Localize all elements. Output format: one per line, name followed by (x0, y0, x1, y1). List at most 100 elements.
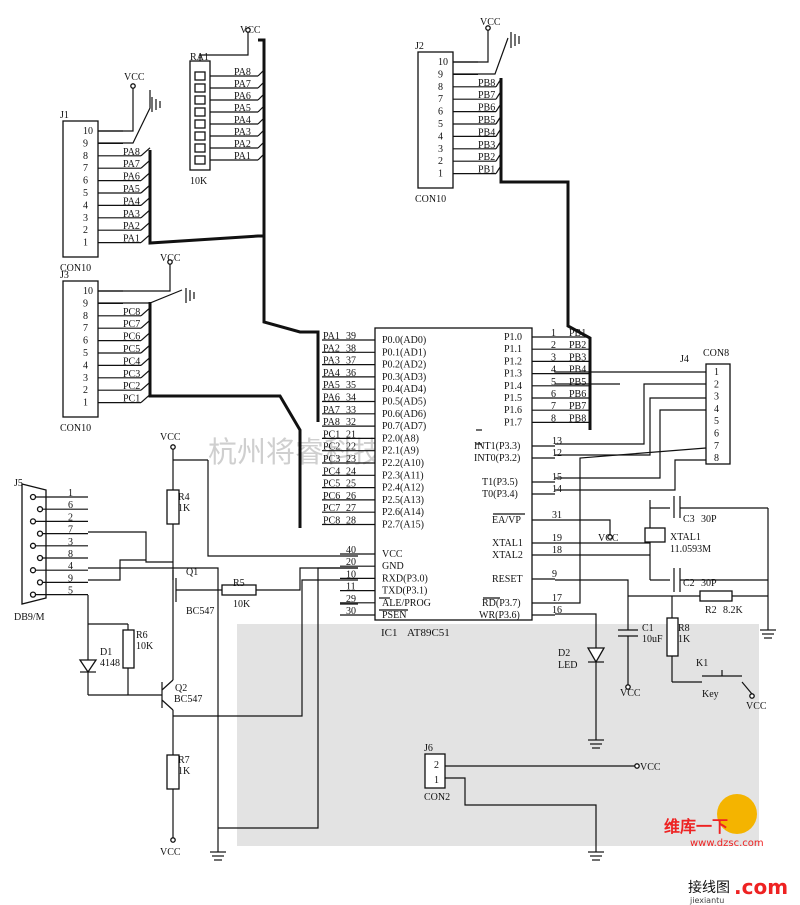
mcu-left-pin-num: 23 (346, 454, 356, 465)
j3-pin-num: 10 (83, 286, 93, 297)
mcu-left-net: PA2 (323, 343, 340, 354)
mcu-right-pin-name: P1.3 (504, 369, 522, 380)
label-xtal-ref: XTAL1 (670, 532, 701, 543)
mcu-right-ctrl-name: T1(P3.5) (482, 477, 518, 488)
j2-pin-num: 6 (438, 107, 443, 118)
label-c3-val: 30P (701, 514, 717, 525)
mcu-right-net: PB3 (569, 352, 586, 363)
j2-net: PB5 (478, 115, 495, 126)
bus-lines (148, 38, 592, 528)
mcu-left-pin-name: P0.0(AD0) (382, 335, 426, 346)
label-r8-ref: R8 (678, 623, 690, 634)
serial-circuit (78, 445, 358, 861)
mcu-right-net: PB8 (569, 413, 586, 424)
mcu-right-pin-name: P1.4 (504, 381, 522, 392)
j3-net: PC3 (123, 369, 140, 380)
mcu-left-net: PA7 (323, 405, 340, 416)
j3-net: PC7 (123, 319, 140, 330)
mcu-right-ctrl-num: 9 (552, 569, 557, 580)
j1-pin-num: 8 (83, 151, 88, 162)
connector-j3: J3CON1010987654321PC8PC7PC6PC5PC4PC3PC2P… (60, 262, 195, 434)
mcu-right-pin-num: 4 (551, 365, 556, 376)
ra1-net: PA5 (234, 103, 251, 114)
j1-net: PA6 (123, 172, 140, 183)
j3-pin-num: 4 (83, 360, 88, 371)
mcu-ctrl-pin-num: 20 (346, 557, 356, 568)
mcu-left-pin-num: 34 (346, 393, 356, 404)
j4-pin-num: 7 (714, 441, 719, 452)
mcu-ctrl-pin-name: TXD(P3.1) (382, 586, 427, 597)
mcu-ctrl-pin-num: 40 (346, 545, 356, 556)
j5-pin-num: 2 (68, 512, 73, 523)
mcu-right-pin-num: 7 (551, 401, 556, 412)
label-r5-val: 10K (233, 599, 251, 610)
label-d2-val: LED (558, 660, 577, 671)
j1-net: PA7 (123, 159, 140, 170)
mcu-right-pin-name: P1.2 (504, 356, 522, 367)
j3-pin-num: 9 (83, 298, 88, 309)
vcc-c1: VCC (620, 688, 641, 699)
label-k1-ref: K1 (696, 658, 708, 669)
mcu-right-pin-name: P1.5 (504, 393, 522, 404)
j5-pin-num: 8 (68, 549, 73, 560)
label-r5-ref: R5 (233, 578, 245, 589)
mcu-left-net: PA5 (323, 380, 340, 391)
mcu-right-pin-num: 5 (551, 377, 556, 388)
label-d1-ref: D1 (100, 647, 112, 658)
j2-pin-num: 3 (438, 144, 443, 155)
mcu-left-pin-num: 26 (346, 491, 356, 502)
j3-net: PC4 (123, 356, 140, 367)
label-r7-ref: R7 (178, 755, 190, 766)
mcu-right-ctrl-name: INT1(P3.3) (474, 441, 520, 452)
mcu-left-pin-num: 35 (346, 380, 356, 391)
j4-pin-num: 3 (714, 392, 719, 403)
mcu-ctrl-pin-name: VCC (382, 549, 403, 560)
label-r6-ref: R6 (136, 630, 148, 641)
j5-type: DB9/M (14, 612, 45, 623)
label-r4-ref: R4 (178, 492, 190, 503)
vcc-j6: VCC (640, 762, 661, 773)
mcu-left-net: PC2 (323, 442, 340, 453)
label-r6-val: 10K (136, 641, 154, 652)
component-labels: R4 1K Q1 BC547 R5 10K R6 10K D1 4148 Q2 … (100, 492, 744, 803)
j4-pin-num: 2 (714, 379, 719, 390)
j2-net: PB8 (478, 78, 495, 89)
vcc-j2: VCC (480, 17, 501, 28)
mcu-left-pin-name: P0.5(AD5) (382, 397, 426, 408)
mcu-left-pin-name: P0.3(AD3) (382, 372, 426, 383)
mcu-left-pin-num: 27 (346, 503, 356, 514)
j2-pin-num: 8 (438, 82, 443, 93)
mcu-left-net: PC6 (323, 491, 340, 502)
mcu-left-net: PA4 (323, 368, 340, 379)
mcu-left-pin-name: P2.4(A12) (382, 483, 424, 494)
j1-net: PA4 (123, 196, 140, 207)
j2-net: PB4 (478, 127, 495, 138)
mcu-left-net: PC5 (323, 479, 340, 490)
mcu-left-pin-num: 24 (346, 466, 356, 477)
mcu-ctrl-pin-num: 10 (346, 569, 356, 580)
mcu-left-net: PC8 (323, 516, 340, 527)
j2-pin-num: 5 (438, 119, 443, 130)
j3-net: PC8 (123, 307, 140, 318)
label-q2-ref: Q2 (175, 683, 187, 694)
mcu-right-net: PB1 (569, 328, 586, 339)
mcu-right-ctrl-name: EA/VP (492, 515, 521, 526)
j4-pin-num: 8 (714, 453, 719, 464)
j3-net: PC6 (123, 332, 140, 343)
mcu-left-pin-num: 37 (346, 356, 356, 367)
j3-net: PC1 (123, 394, 140, 405)
vcc-key: VCC (746, 701, 767, 712)
mcu-left-pin-num: 21 (346, 429, 356, 440)
ra1-net: PA7 (234, 79, 251, 90)
mcu-right-ctrl-num: 19 (552, 533, 562, 544)
mcu-left-pin-num: 28 (346, 516, 356, 527)
mcu-left-pin-name: P2.6(A14) (382, 507, 424, 518)
mcu-ctrl-pin-num: 29 (346, 594, 356, 605)
label-q1-val: BC547 (186, 606, 214, 617)
j2-pin-num: 10 (438, 57, 448, 68)
j1-pin-num: 5 (83, 188, 88, 199)
